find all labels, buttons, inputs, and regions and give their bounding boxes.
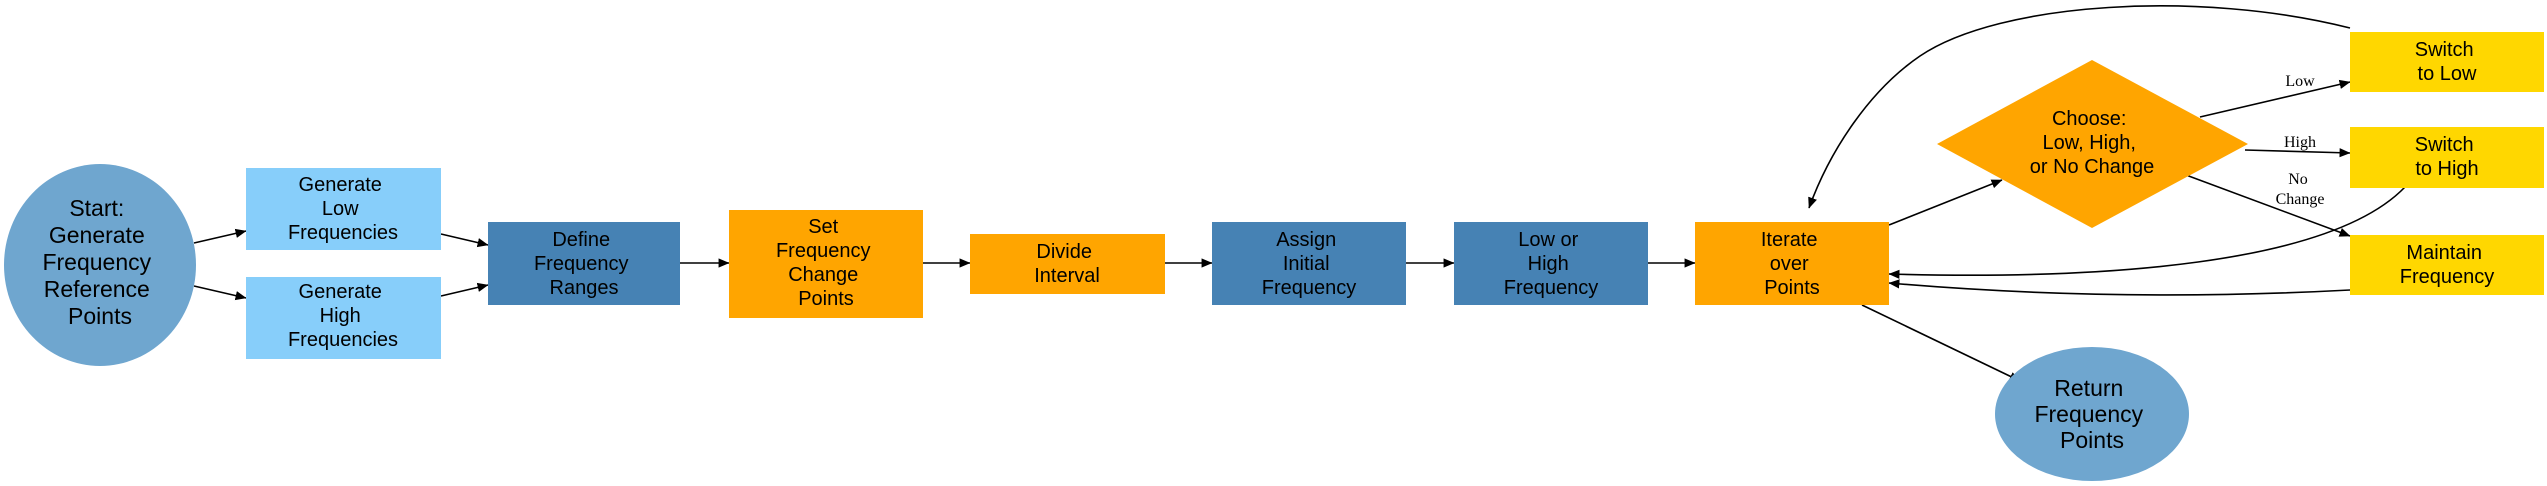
iterate-points-box — [1695, 222, 1889, 305]
edge-maintain-to-iterate — [1888, 279, 2351, 296]
generate-high-box — [246, 277, 441, 359]
node-switch-low: Switch to Low — [2350, 32, 2544, 92]
generate-low-box — [246, 168, 441, 250]
start-label: Start: Generate Frequency Reference Poin… — [42, 195, 157, 329]
generate-high-label: Generate High Frequencies — [288, 281, 398, 351]
assign-initial-box — [1212, 222, 1406, 305]
choose-diamond — [1937, 60, 2248, 228]
edge-label-high: High — [2284, 134, 2316, 151]
node-assign-initial: Assign Initial Frequency — [1212, 222, 1406, 305]
generate-low-label: Generate Low Frequencies — [288, 174, 398, 244]
edges — [193, 5, 2406, 382]
edge-start-to-gen-high — [193, 285, 247, 301]
divide-interval-label: Divide Interval — [1034, 241, 1100, 287]
set-change-points-label: Set Frequency Change Points — [776, 216, 876, 310]
node-define-ranges: Define Frequency Ranges — [488, 222, 680, 305]
edge-label-no-change: No Change — [2276, 171, 2325, 208]
edge-label-low: Low — [2285, 73, 2315, 90]
node-return-points: Return Frequency Points — [1995, 347, 2189, 481]
edge-start-to-gen-low — [193, 228, 247, 244]
start-ellipse — [4, 164, 196, 366]
edge-choose-to-switch-high — [2244, 148, 2351, 158]
edge-choose-to-maintain — [2185, 174, 2351, 237]
low-or-high-label: Low or High Frequency — [1504, 229, 1599, 299]
edge-choose-to-switch-low — [2199, 79, 2351, 118]
node-set-change-points: Set Frequency Change Points — [729, 210, 923, 318]
low-or-high-box — [1454, 222, 1648, 305]
node-switch-high: Switch to High — [2350, 127, 2544, 188]
node-low-or-high: Low or High Frequency — [1454, 222, 1648, 305]
return-ellipse — [1995, 347, 2189, 481]
define-ranges-label: Define Frequency Ranges — [534, 229, 634, 299]
return-label: Return Frequency Points — [2034, 375, 2149, 453]
edge-iterate-to-choose — [1888, 179, 2003, 226]
define-ranges-box — [488, 222, 680, 305]
node-generate-high: Generate High Frequencies — [246, 277, 441, 359]
choose-label: Choose: Low, High, or No Change — [2030, 108, 2155, 178]
switch-high-label: Switch to High — [2415, 134, 2479, 180]
switch-high-box — [2350, 127, 2544, 188]
set-change-points-box — [729, 210, 923, 318]
node-generate-low: Generate Low Frequencies — [246, 168, 441, 250]
node-start: Start: Generate Frequency Reference Poin… — [4, 164, 196, 366]
node-maintain-frequency: Maintain Frequency — [2350, 235, 2544, 295]
edge-gen-high-to-define — [440, 282, 489, 297]
assign-initial-label: Assign Initial Frequency — [1262, 229, 1357, 299]
divide-interval-box — [970, 234, 1165, 294]
node-choose-decision: Choose: Low, High, or No Change — [1937, 60, 2248, 228]
maintain-frequency-label: Maintain Frequency — [2400, 242, 2495, 288]
switch-low-box — [2350, 32, 2544, 92]
edge-switch-high-to-iterate — [1888, 186, 2406, 279]
edge-switch-low-to-iterate — [1808, 5, 2351, 209]
edge-iterate-to-return — [1861, 304, 2021, 382]
maintain-frequency-box — [2350, 235, 2544, 295]
edge-labels: Low High No Change — [2276, 73, 2325, 208]
node-divide-interval: Divide Interval — [970, 234, 1165, 294]
node-iterate-points: Iterate over Points — [1695, 222, 1889, 305]
iterate-points-label: Iterate over Points — [1761, 229, 1823, 299]
switch-low-label: Switch to Low — [2415, 39, 2479, 85]
edge-gen-low-to-define — [440, 233, 489, 248]
